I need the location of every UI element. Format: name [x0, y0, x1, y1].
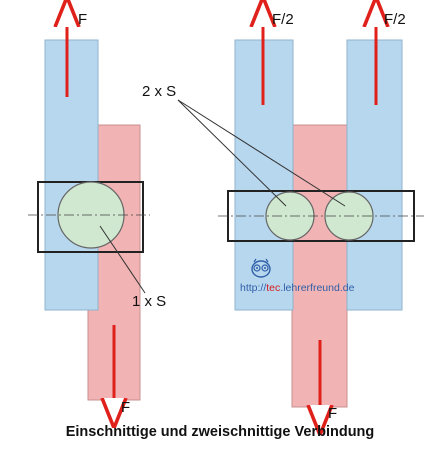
right-shear-leader-1 — [177, 99, 287, 207]
left-force-bottom-label: F — [121, 399, 130, 416]
right-force-bottom-label: F — [328, 405, 337, 422]
right-right-plate — [346, 39, 403, 311]
left-shear-leader — [99, 225, 146, 294]
watermark: http://tec.lehrerfreund.de — [240, 258, 355, 294]
figure-caption: Einschnittige und zweischnittige Verbind… — [65, 424, 375, 440]
owl-logo-icon — [251, 258, 271, 278]
single-shear-joint: F F 1 x S — [28, 11, 166, 416]
right-shear-leader-2 — [177, 99, 346, 207]
right-force-top-left-label: F/2 — [272, 11, 294, 28]
double-shear-joint: F/2 F/2 F 2 x S — [142, 11, 424, 422]
right-shear-label: 2 x S — [142, 83, 176, 100]
left-shear-label: 1 x S — [132, 293, 166, 310]
right-force-top-right-label: F/2 — [384, 11, 406, 28]
left-force-top-label: F — [78, 11, 87, 28]
watermark-url: http://tec.lehrerfreund.de — [240, 282, 355, 294]
left-upper-plate — [44, 39, 99, 311]
